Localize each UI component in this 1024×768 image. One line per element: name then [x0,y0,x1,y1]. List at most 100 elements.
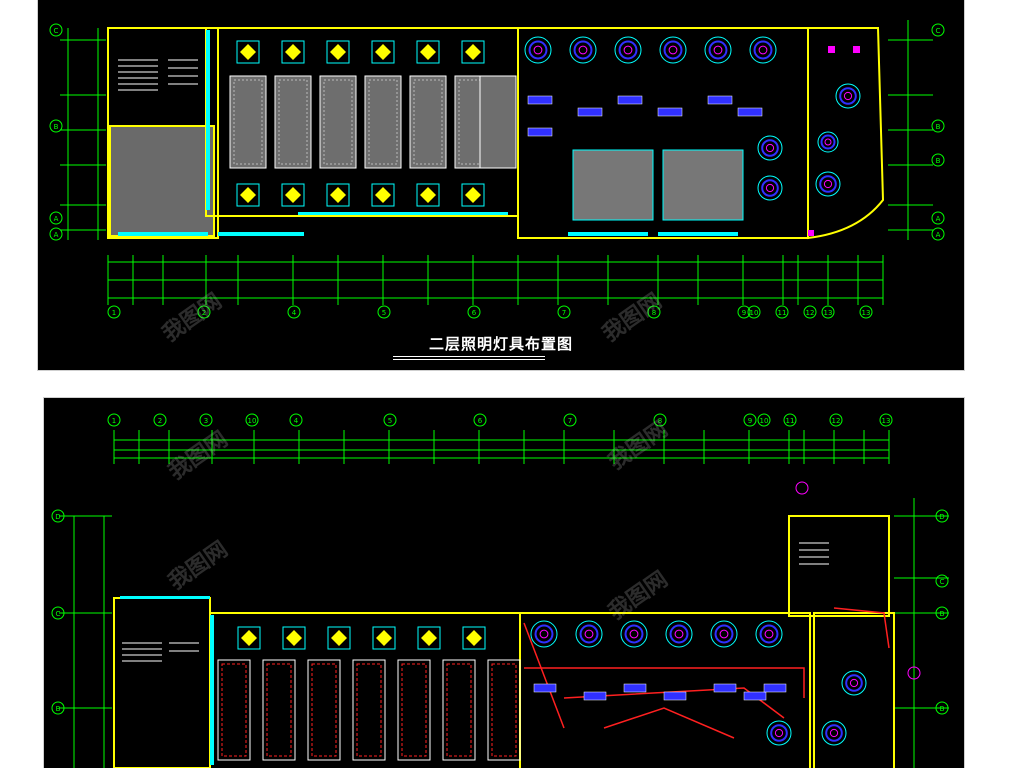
axis-label: B [940,610,945,618]
round-light [575,620,603,648]
axis-label: B [56,705,61,713]
wired-panel [307,659,341,761]
axis-bubble-right: C [931,23,945,37]
axis-label: 13 [882,417,891,425]
axis-bubble-left: A [49,211,63,225]
axis-label: D [55,513,60,521]
stair-lines [122,542,829,662]
axis-bubble-top: 11 [783,413,797,427]
window-strips [120,596,214,765]
axis-label: C [54,27,59,35]
axis-label: 4 [292,309,297,317]
axis-bubble-top: 4 [289,413,303,427]
wired-panel [487,659,521,761]
axis-bubble-right: A [931,211,945,225]
round-light [757,135,783,161]
grey-panel [409,75,447,169]
round-light [835,83,861,109]
round-light [614,36,642,64]
axis-bubble-right: B [931,119,945,133]
round-light [665,620,693,648]
axis-label: 7 [562,309,566,317]
axis-label: 1 [112,309,116,317]
diamond-light [461,40,485,64]
axis-bubble-top: 9 [743,413,757,427]
round-light [710,620,738,648]
wired-panel [442,659,476,761]
axis-bubble-left: C [51,606,65,620]
axis-label: 10 [248,417,257,425]
diamond-light [236,183,260,207]
grey-panel [479,75,517,169]
meeting-room-ceilings [572,149,744,221]
drawing-title: 二层照明灯具布置图 [428,335,573,353]
axis-label: C [56,610,61,618]
round-light [530,620,558,648]
axis-label: B [936,157,941,165]
round-light [757,175,783,201]
axis-bubble-bottom: 11 [775,305,789,319]
axis-bubble-top: 12 [829,413,843,427]
axis-bubble-right: A [931,227,945,241]
axis-bubble-right: B [935,606,949,620]
grey-panel [229,75,267,169]
axis-label: B [936,123,941,131]
diamond-light [371,183,395,207]
diamond-light [416,40,440,64]
diamond-light [416,183,440,207]
diamond-light [326,183,350,207]
axis-bubble-bottom: 9 [737,305,751,319]
axis-bubble-top: 10 [757,413,771,427]
axis-bubble-bottom: 1 [107,305,121,319]
axis-label: 8 [658,417,662,425]
axis-label: C [940,578,945,586]
axis-label: 7 [568,417,572,425]
axis-bubble-bottom: 4 [287,305,301,319]
axis-label: A [936,215,941,223]
diamond-light [461,183,485,207]
axis-bubble-top: 2 [153,413,167,427]
axis-bubble-left: B [49,119,63,133]
diamond-light [417,626,441,650]
round-light [817,131,839,153]
axis-label: 10 [750,309,759,317]
window-strips [118,30,738,236]
wired-panel [262,659,296,761]
dimension-lines [60,20,933,305]
axis-bubble-bottom: 13 [859,305,873,319]
wired-panel [397,659,431,761]
axis-label: A [54,215,59,223]
blue-fixtures [533,683,787,701]
wired-panel [217,659,251,761]
accent-marks [808,46,860,236]
axis-bubble-top: 1 [107,413,121,427]
axis-bubble-bottom: 12 [803,305,817,319]
axis-label: 13 [862,309,871,317]
axis-label: 12 [832,417,841,425]
diamond-light [326,40,350,64]
axis-label: 6 [478,417,483,425]
axis-label: 4 [294,417,299,425]
title-underline [393,356,545,357]
diamond-light [236,40,260,64]
axis-label: B [940,705,945,713]
axis-label: A [54,231,59,239]
diamond-light [281,40,305,64]
axis-bubble-right: D [935,509,949,523]
diamond-fixtures [237,626,486,650]
axis-bubble-left: D [51,509,65,523]
round-light [749,36,777,64]
diamond-light [282,626,306,650]
diamond-light [237,626,261,650]
axis-bubble-bottom: 5 [377,305,391,319]
axis-bubble-bottom: 7 [557,305,571,319]
axis-bubble-right: C [935,574,949,588]
axis-bubble-top: 7 [563,413,577,427]
grey-ceiling-panels [229,75,517,169]
diamond-light [371,40,395,64]
wired-panel [352,659,386,761]
round-light [569,36,597,64]
